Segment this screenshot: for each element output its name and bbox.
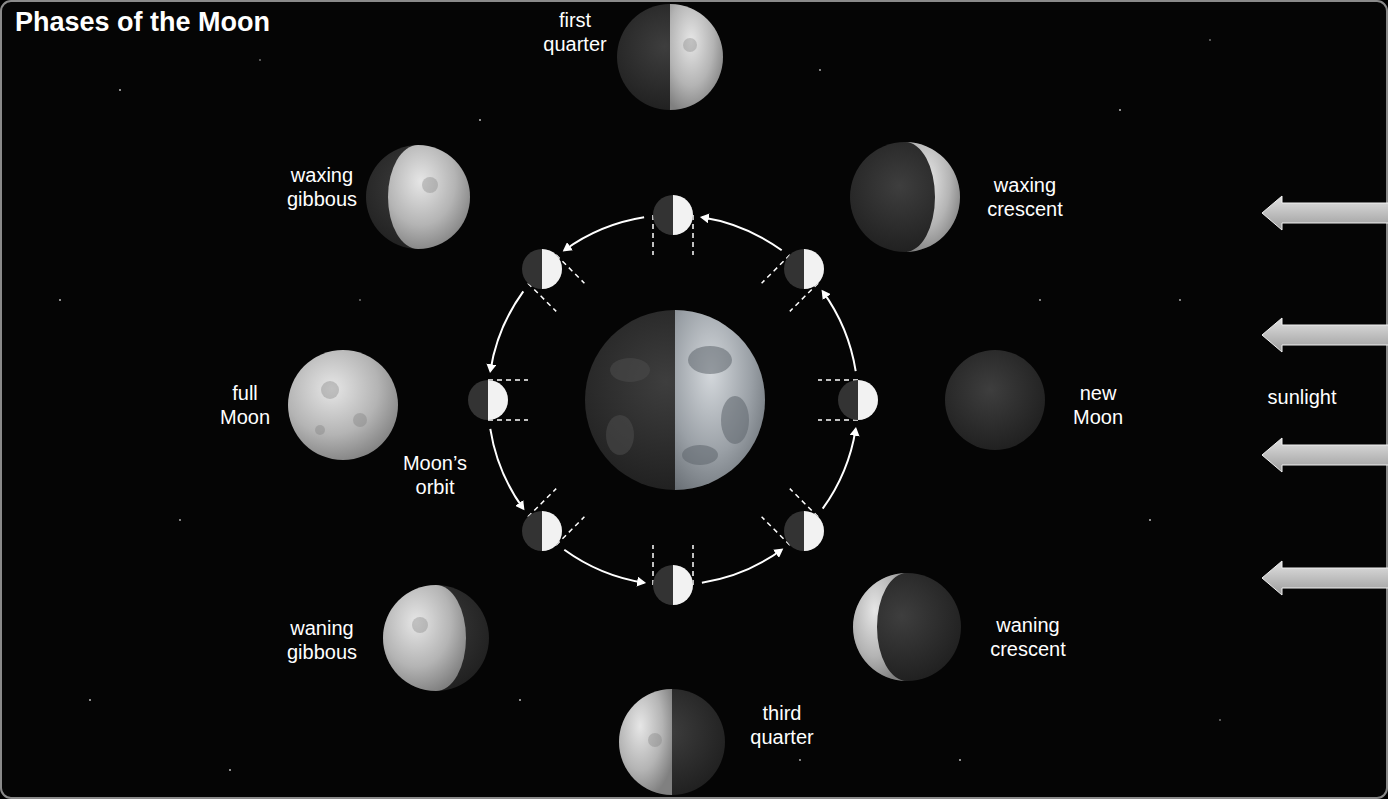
- stars: [59, 39, 1221, 771]
- phase-label: Moon’s orbit: [390, 451, 480, 499]
- view-lines: [488, 215, 858, 585]
- phase-label: third quarter: [737, 701, 827, 749]
- phase-label: waning gibbous: [267, 616, 377, 664]
- phase-label: first quarter: [530, 8, 620, 56]
- phase-label: waning crescent: [973, 613, 1083, 661]
- phase-label: waxing crescent: [970, 173, 1080, 221]
- orbit-moons: [468, 195, 878, 605]
- orbit-arrows: [490, 217, 855, 582]
- phase-moons: [288, 4, 1045, 795]
- phase-label: waxing gibbous: [267, 163, 377, 211]
- earth: [585, 310, 765, 490]
- phase-label: full Moon: [205, 381, 285, 429]
- phase-label: sunlight: [1242, 385, 1362, 409]
- diagram-title: Phases of the Moon: [15, 6, 270, 38]
- phase-label: new Moon: [1058, 381, 1138, 429]
